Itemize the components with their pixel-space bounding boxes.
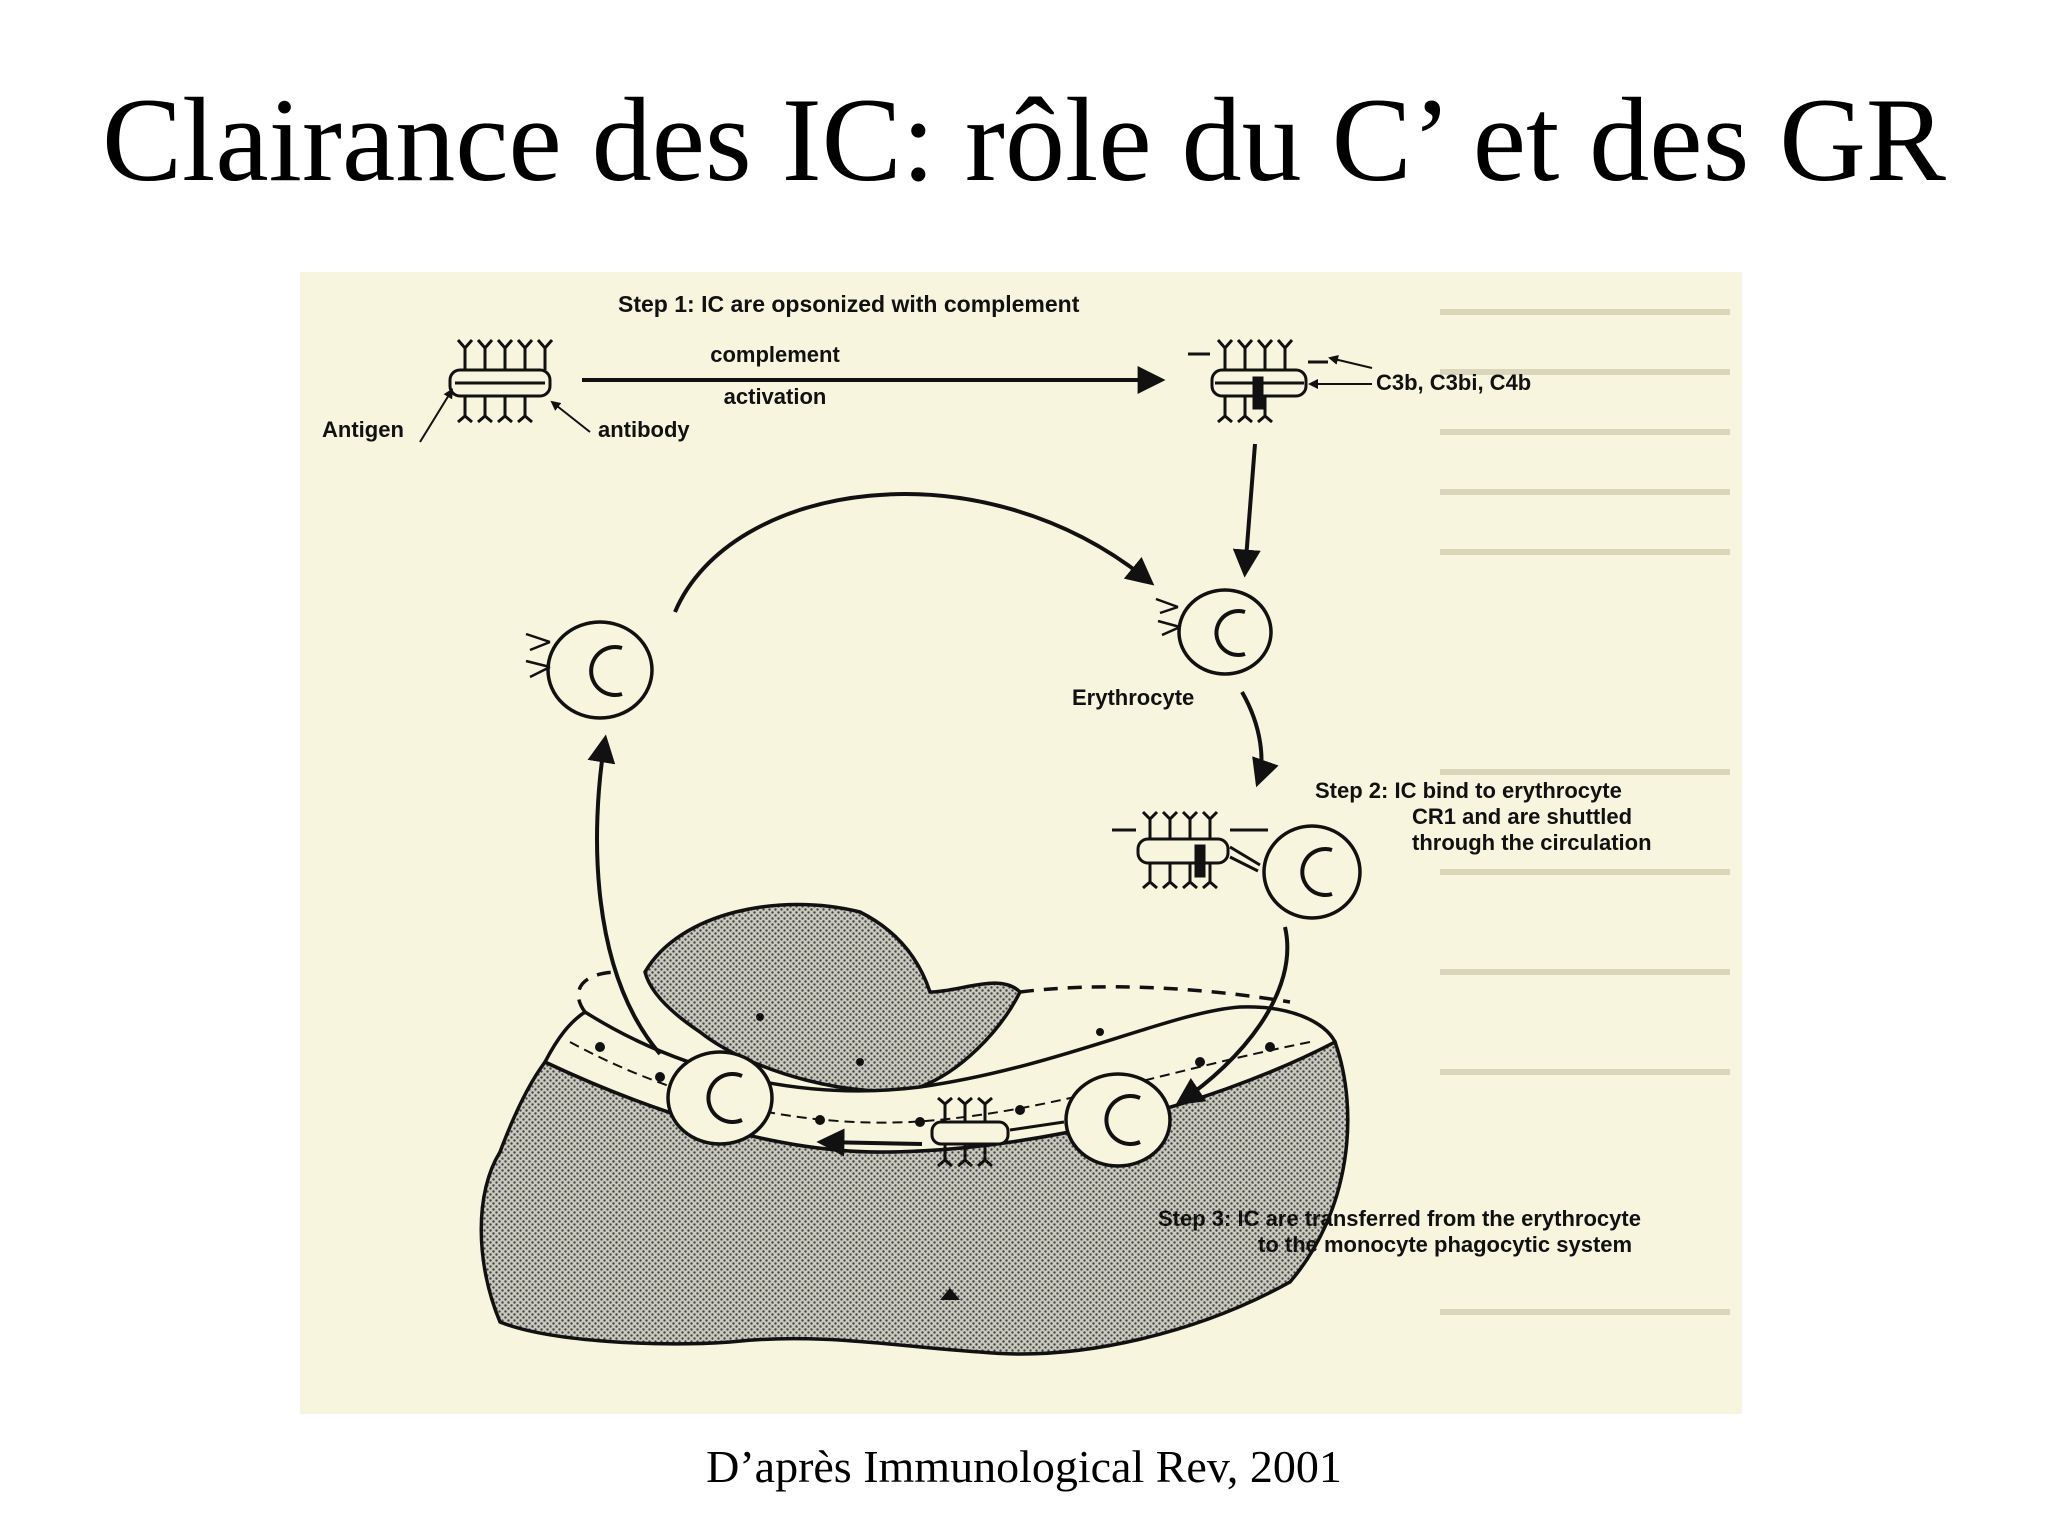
arrow-to-step2 <box>1240 691 1279 788</box>
erythrocyte-organ-right <box>1064 1072 1172 1168</box>
figure-caption: D’après Immunological Rev, 2001 <box>706 1441 1342 1492</box>
step1-title: Step 1: IC are opsonized with complement <box>618 291 1080 317</box>
complement-label-1: complement <box>710 342 840 367</box>
erythrocyte-label: Erythrocyte <box>1072 685 1194 710</box>
immune-complex-left <box>448 339 554 424</box>
complement-label-2: activation <box>724 384 827 409</box>
antibody-pointer <box>550 400 591 433</box>
antigen-pointer <box>419 388 454 443</box>
c3b-label: C3b, C3bi, C4b <box>1376 370 1531 395</box>
opsonized-immune-complex <box>1188 339 1328 424</box>
c3b-pointer-upper <box>1328 354 1373 369</box>
diagram-figure: Step 1: IC are opsonized with complement… <box>300 272 1742 1414</box>
step2-line1: Step 2: IC bind to erythrocyte <box>1315 778 1622 803</box>
background-text-lines <box>1440 309 1730 1315</box>
step2-line3: through the circulation <box>1412 830 1652 855</box>
organ-immune-complex <box>930 1096 1065 1168</box>
slide-title: Clairance des IC: rôle du C’ et des GR <box>102 73 1946 206</box>
liver-organ <box>479 902 1350 1356</box>
arrow-transfer-left <box>816 1128 923 1157</box>
arrow-ic-to-erythrocyte <box>1232 443 1261 578</box>
arrow-return-to-circulation <box>587 734 662 1056</box>
erythrocyte-step2 <box>1262 824 1362 920</box>
step2-immune-complex <box>1112 810 1268 890</box>
antibody-label: antibody <box>598 417 690 442</box>
erythrocyte-top <box>1155 588 1273 676</box>
erythrocyte-left <box>525 620 654 720</box>
step2-line2: CR1 and are shuttled <box>1412 804 1632 829</box>
arrow-to-organ <box>1175 926 1290 1106</box>
erythrocyte-organ-left <box>666 1050 774 1146</box>
step3-line1: Step 3: IC are transferred from the eryt… <box>1158 1206 1641 1231</box>
antigen-label: Antigen <box>322 417 404 442</box>
circulation-arrow-top <box>673 492 1155 613</box>
step3-line2: to the monocyte phagocytic system <box>1258 1232 1632 1257</box>
clearance-diagram: Step 1: IC are opsonized with complement… <box>322 291 1730 1356</box>
